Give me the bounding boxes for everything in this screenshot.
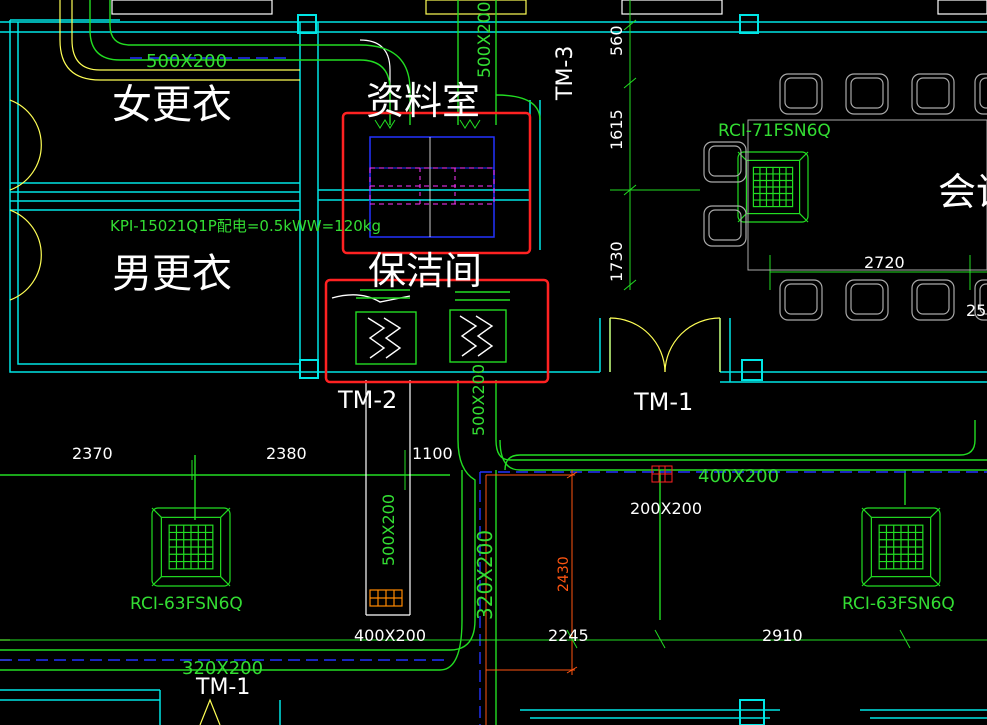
duct-label-bottom-horizontal: 320X200 <box>182 658 263 679</box>
chair <box>845 279 889 321</box>
dim-2910: 2910 <box>762 626 803 645</box>
cassette-rci71 <box>737 151 809 223</box>
tag-tm1: TM-1 <box>633 388 693 416</box>
chair <box>779 73 823 115</box>
duct-label-top-vertical: 500X200 <box>475 1 495 78</box>
dim-25: 25 <box>966 301 986 320</box>
dim-2430: 2430 <box>556 556 572 592</box>
dimension-lines <box>0 0 987 649</box>
dim-2720: 2720 <box>864 253 905 272</box>
chair <box>779 279 823 321</box>
unit-label-rci63-right: RCI-63FSN6Q <box>842 594 955 614</box>
archive-highlight-box <box>341 111 532 255</box>
fan-coil-units <box>331 289 510 365</box>
dim-1730: 1730 <box>607 241 626 282</box>
meeting-chairs <box>703 73 987 321</box>
cassette-units <box>151 151 941 587</box>
duct-label-lower-vertical: 320X200 <box>473 530 497 620</box>
room-label-cleaning: 保洁间 <box>368 249 482 293</box>
duct-label-mid-vertical: 500X200 <box>469 364 488 436</box>
orange-dims <box>485 470 578 725</box>
drop-duct <box>365 380 411 616</box>
duct-label-top-horizontal: 500X200 <box>146 51 227 72</box>
chair <box>911 73 955 115</box>
doors <box>0 99 721 725</box>
supply-grille-red <box>651 465 673 483</box>
dim-1100: 1100 <box>412 444 453 463</box>
dim-1615: 1615 <box>607 109 626 150</box>
tag-tm2: TM-2 <box>337 386 397 414</box>
highlight-boxes <box>324 111 550 384</box>
dim-2245: 2245 <box>548 626 589 645</box>
duct-label-right-drop: 200X200 <box>630 499 702 518</box>
meeting-table <box>747 119 987 271</box>
unit-label-rci63-left: RCI-63FSN6Q <box>130 594 243 614</box>
duct-label-right-horizontal: 400X200 <box>698 466 779 487</box>
room-label-archive: 资料室 <box>366 79 480 123</box>
duct-label-left-vertical: 500X200 <box>379 494 398 566</box>
tag-tm1-bottom: TM-1 <box>195 675 250 700</box>
dim-2380: 2380 <box>266 444 307 463</box>
cleaning-highlight-box <box>324 278 550 384</box>
unit-label-rci71: RCI-71FSN6Q <box>718 121 831 141</box>
cassette-rci63-right <box>861 507 941 587</box>
ahu-note: KPI-15021Q1P配电=0.5kWW=120kg <box>110 217 381 235</box>
room-label-female-locker: 女更衣 <box>112 82 232 128</box>
chair <box>974 279 987 321</box>
room-label-male-locker: 男更衣 <box>112 251 232 297</box>
cassette-rci63-left <box>151 507 231 587</box>
blue-ducts <box>0 57 987 725</box>
chair <box>703 141 747 183</box>
top-fixtures <box>59 0 987 110</box>
duct-label-bottom-riser: 400X200 <box>354 626 426 645</box>
chair <box>974 73 987 115</box>
columns <box>297 14 765 725</box>
dim-560: 560 <box>607 25 626 56</box>
room-label-meeting: 会议 <box>938 170 987 214</box>
chair <box>703 205 747 247</box>
chair <box>845 73 889 115</box>
ahu-unit <box>369 119 495 238</box>
dim-2370: 2370 <box>72 444 113 463</box>
chair <box>911 279 955 321</box>
tag-tm3: TM-3 <box>553 46 578 101</box>
